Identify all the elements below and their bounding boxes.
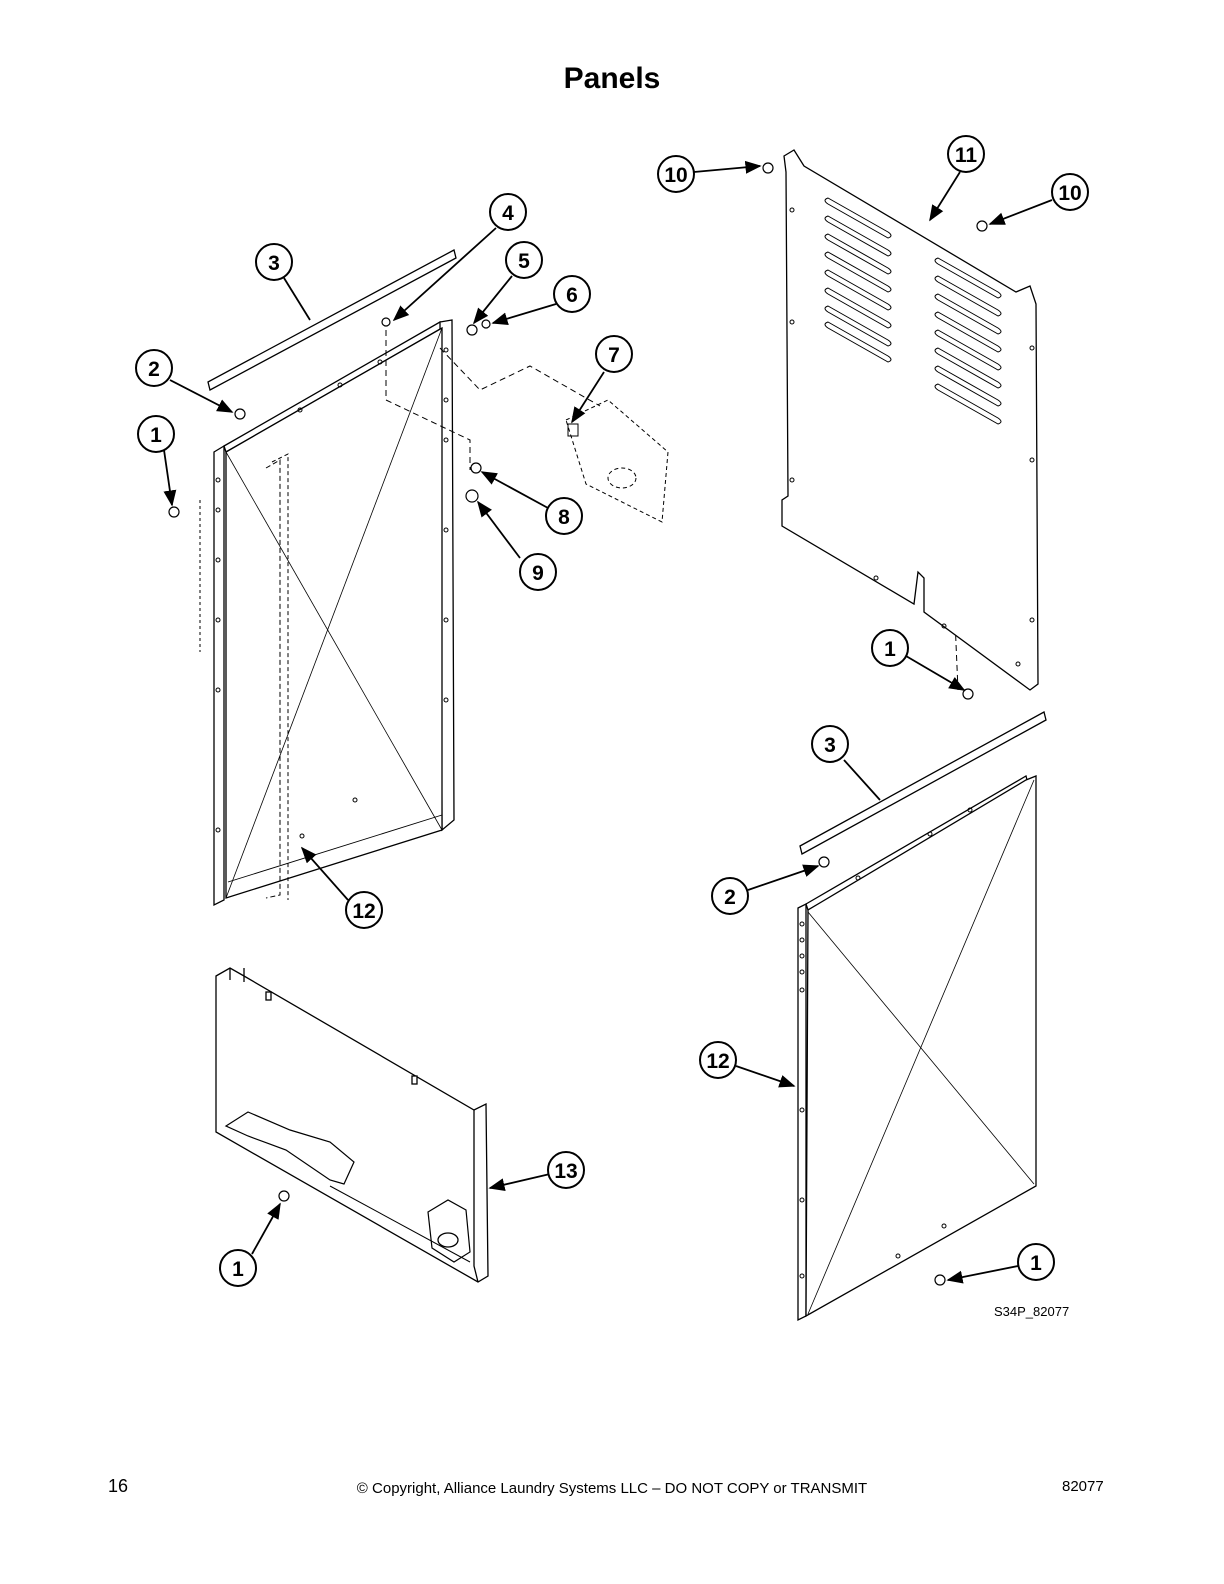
callout-1-bottom-right: 1 [1017,1243,1055,1281]
callout-1-bottom-left: 1 [219,1249,257,1287]
svg-text:13: 13 [554,1160,577,1183]
svg-text:2: 2 [148,358,160,381]
callout-1-left-top: 1 [137,415,175,453]
callout-4: 4 [489,193,527,231]
svg-text:10: 10 [1058,182,1081,205]
callout-13: 13 [547,1151,585,1189]
svg-text:1: 1 [150,424,162,447]
callout-12-right: 12 [699,1041,737,1079]
callout-10-left: 10 [657,155,695,193]
callout-11: 11 [947,135,985,173]
svg-text:3: 3 [824,734,836,757]
back-panel [781,149,1039,691]
callout-10-right: 10 [1051,173,1089,211]
svg-text:10: 10 [664,164,687,187]
callout-2-left: 2 [135,349,173,387]
svg-text:2: 2 [724,886,736,909]
drawing-code: S34P_82077 [994,1304,1069,1319]
top-strip-left [207,249,457,391]
svg-text:1: 1 [232,1258,244,1281]
svg-text:9: 9 [532,562,544,585]
left-side-panel [199,319,455,907]
svg-text:11: 11 [955,144,978,167]
page-number: 16 [108,1476,129,1496]
lower-front-panel [215,967,489,1283]
right-side-panel [797,775,1037,1322]
svg-text:7: 7 [608,344,620,367]
callout-1-right-top: 1 [871,629,909,667]
copyright-notice: © Copyright, Alliance Laundry Systems LL… [356,1480,868,1497]
svg-text:4: 4 [502,202,514,225]
callout-3-left: 3 [255,243,293,281]
svg-text:12: 12 [706,1050,729,1073]
callout-9: 9 [519,553,557,591]
top-strip-right [799,711,1047,855]
callout-3-right: 3 [811,725,849,763]
callout-12-left: 12 [345,891,383,929]
callout-7: 7 [595,335,633,373]
mounting-bracket [565,399,669,523]
page-title: Panels [563,62,661,95]
callout-2-right: 2 [711,877,749,915]
svg-text:1: 1 [1030,1252,1042,1275]
svg-text:8: 8 [558,506,570,529]
svg-text:12: 12 [352,900,375,923]
svg-text:5: 5 [518,250,530,273]
leader-arrows [163,160,1053,1284]
callout-8: 8 [545,497,583,535]
callout-5: 5 [505,241,543,279]
svg-text:3: 3 [268,252,280,275]
callout-6: 6 [553,275,591,313]
document-number: 82077 [1062,1478,1104,1495]
svg-text:1: 1 [884,638,896,661]
svg-text:6: 6 [566,284,578,307]
